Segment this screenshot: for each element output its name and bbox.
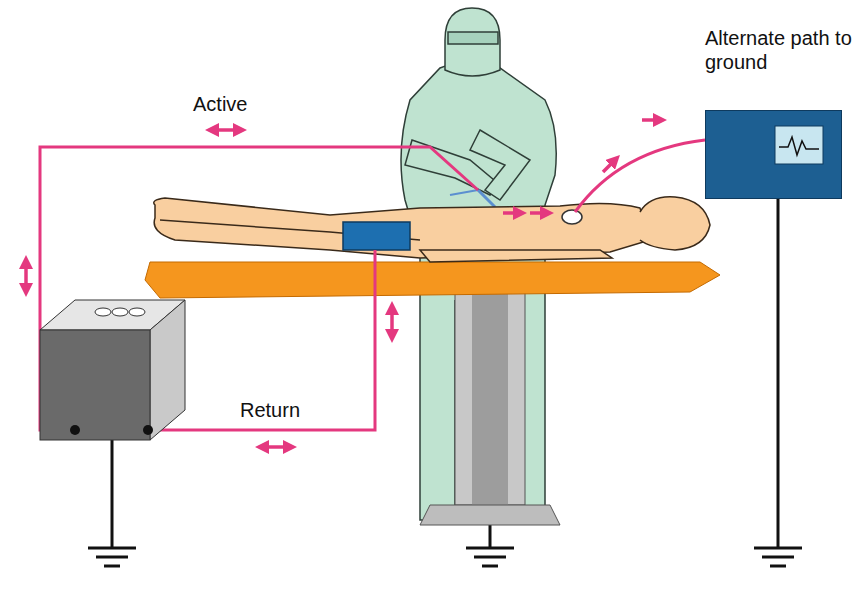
current-arrows bbox=[26, 120, 660, 447]
wire-label: Return bbox=[240, 398, 300, 422]
patient-figure bbox=[154, 197, 710, 262]
monitor-box bbox=[705, 110, 842, 199]
operating-table bbox=[145, 262, 720, 525]
monitor-node: Alternate path to ground bbox=[705, 26, 855, 74]
box-heading: Alternate path to ground bbox=[705, 26, 855, 74]
ecg-screen bbox=[774, 125, 824, 165]
electrosurgical-generator bbox=[40, 300, 185, 440]
wire-label: Active bbox=[193, 92, 247, 116]
